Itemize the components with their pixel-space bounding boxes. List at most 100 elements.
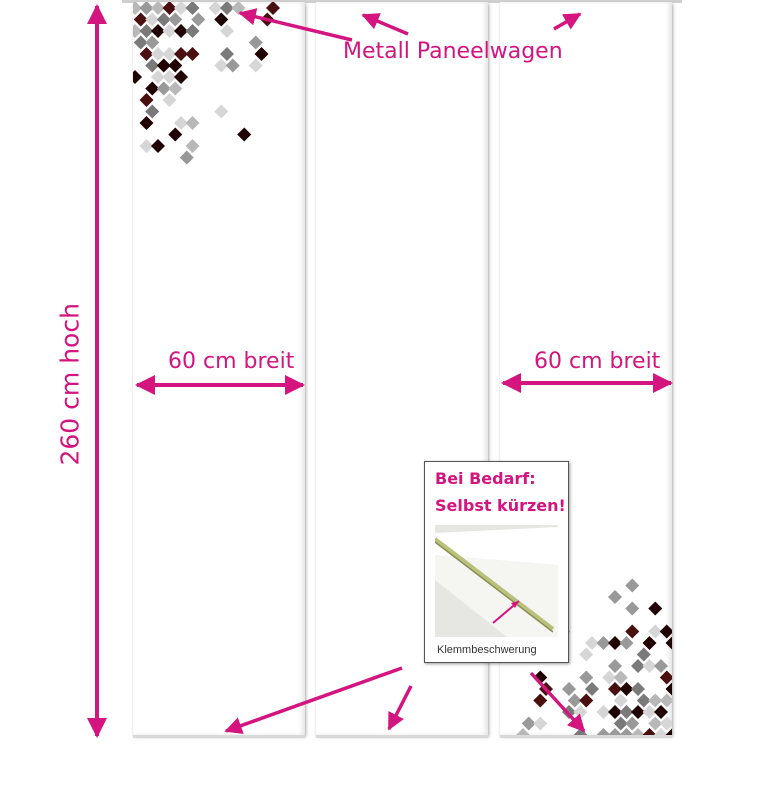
pattern-pixel — [613, 693, 628, 708]
pattern-pixel — [521, 716, 536, 731]
pattern-pixel — [533, 693, 548, 708]
pattern-pixel — [151, 2, 165, 15]
pattern-pixel — [613, 716, 628, 731]
pattern-pixel — [139, 93, 154, 107]
pattern-pixel — [191, 12, 206, 27]
pattern-pixel — [631, 728, 645, 735]
pattern-pixel — [185, 116, 200, 130]
pattern-pixel — [579, 693, 594, 708]
pattern-pixel — [145, 12, 160, 27]
pattern-pixel — [625, 716, 640, 731]
pattern-pixel — [608, 728, 622, 735]
pattern-pixel — [168, 12, 183, 27]
pattern-pixel — [671, 699, 672, 702]
pattern-pixel — [608, 636, 622, 650]
pattern-pixel — [596, 728, 611, 735]
pattern-pixel — [214, 58, 229, 73]
pattern-pixel — [151, 47, 165, 61]
pattern-pixel — [648, 624, 663, 639]
weight-pointer-arrow-2 — [387, 685, 413, 731]
pattern-pixel — [185, 47, 200, 61]
pattern-pixel — [631, 705, 645, 719]
pattern-pixel — [596, 636, 611, 650]
pattern-pixel — [139, 139, 154, 153]
pattern-pixel — [156, 12, 171, 27]
pattern-pixel — [625, 601, 640, 616]
inset-title-line1: Bei Bedarf: — [435, 469, 536, 488]
pattern-pixel — [266, 2, 280, 15]
metal-panel-rail — [122, 0, 682, 3]
pattern-pixel — [573, 705, 588, 719]
pattern-pixel — [642, 659, 657, 673]
pattern-pixel — [631, 659, 645, 673]
pattern-pixel — [567, 693, 582, 708]
pattern-pixel — [665, 636, 672, 650]
pattern-pixel — [162, 70, 177, 84]
pattern-pixel — [185, 24, 200, 38]
pattern-pixel — [185, 2, 200, 15]
pattern-pixel — [162, 93, 177, 107]
pattern-pixel — [659, 670, 672, 685]
height-label: 260 cm hoch — [55, 303, 85, 466]
pattern-pixel — [619, 705, 634, 719]
pixel-pattern-top-left — [133, 2, 280, 165]
weight-pointer-arrow-3 — [529, 671, 586, 733]
pattern-pixel — [608, 705, 622, 719]
pattern-pixel — [145, 35, 160, 50]
pattern-pixel — [642, 728, 657, 735]
pattern-pixel — [659, 624, 672, 639]
pattern-pixel — [248, 58, 263, 73]
pattern-pixel — [151, 139, 165, 153]
pattern-pixel — [665, 728, 672, 735]
pattern-pixel — [133, 35, 148, 50]
pattern-pixel — [133, 24, 142, 38]
width-label-left: 60 cm breit — [168, 349, 295, 374]
panel-left — [133, 2, 305, 738]
pattern-pixel — [248, 35, 263, 50]
pattern-pixel — [596, 705, 611, 719]
pattern-pixel — [151, 24, 165, 38]
pattern-pixel — [608, 590, 622, 604]
pattern-pixel — [636, 647, 651, 662]
pattern-pixel — [214, 104, 229, 119]
panel-right-weight — [500, 735, 672, 738]
pattern-pixel — [168, 81, 183, 96]
pattern-pixel — [654, 705, 668, 719]
pattern-pixel — [642, 636, 657, 650]
pattern-pixel — [151, 70, 165, 84]
inset-title-line2: Selbst kürzen! — [435, 496, 566, 515]
pattern-pixel — [214, 12, 229, 27]
inset-caption: Klemmbeschwerung — [437, 644, 537, 656]
pattern-pixel — [156, 81, 171, 96]
pattern-pixel — [608, 659, 622, 673]
panel-middle-weight — [316, 735, 488, 738]
width-label-right: 60 cm breit — [534, 349, 661, 374]
pattern-pixel — [602, 670, 617, 685]
pattern-pixel — [133, 2, 142, 15]
pattern-pixel — [659, 716, 672, 731]
pattern-pixel — [619, 682, 634, 696]
weight-pointer-arrow-1 — [224, 666, 403, 734]
pattern-pixel — [648, 601, 663, 616]
pattern-pixel — [654, 659, 668, 673]
pattern-pixel — [174, 70, 188, 84]
pattern-pixel — [254, 47, 269, 61]
pattern-pixel — [579, 647, 594, 662]
pattern-pixel — [573, 728, 588, 735]
pattern-pixel — [648, 693, 663, 708]
pattern-pixel — [139, 47, 154, 61]
pattern-pixel — [168, 58, 183, 73]
shorten-info-box: Bei Bedarf: Selbst kürzen! Klemmbeschwer… — [424, 461, 569, 663]
pattern-pixel — [225, 58, 240, 73]
pattern-pixel — [625, 624, 640, 639]
pattern-pixel — [162, 2, 177, 15]
pattern-pixel — [139, 116, 154, 130]
pattern-pixel — [648, 716, 663, 731]
pattern-pixel — [585, 636, 599, 650]
rail-pointer-arrow-1 — [238, 8, 353, 42]
pattern-pixel — [585, 682, 599, 696]
pattern-pixel — [174, 116, 188, 130]
pattern-pixel — [631, 682, 645, 696]
